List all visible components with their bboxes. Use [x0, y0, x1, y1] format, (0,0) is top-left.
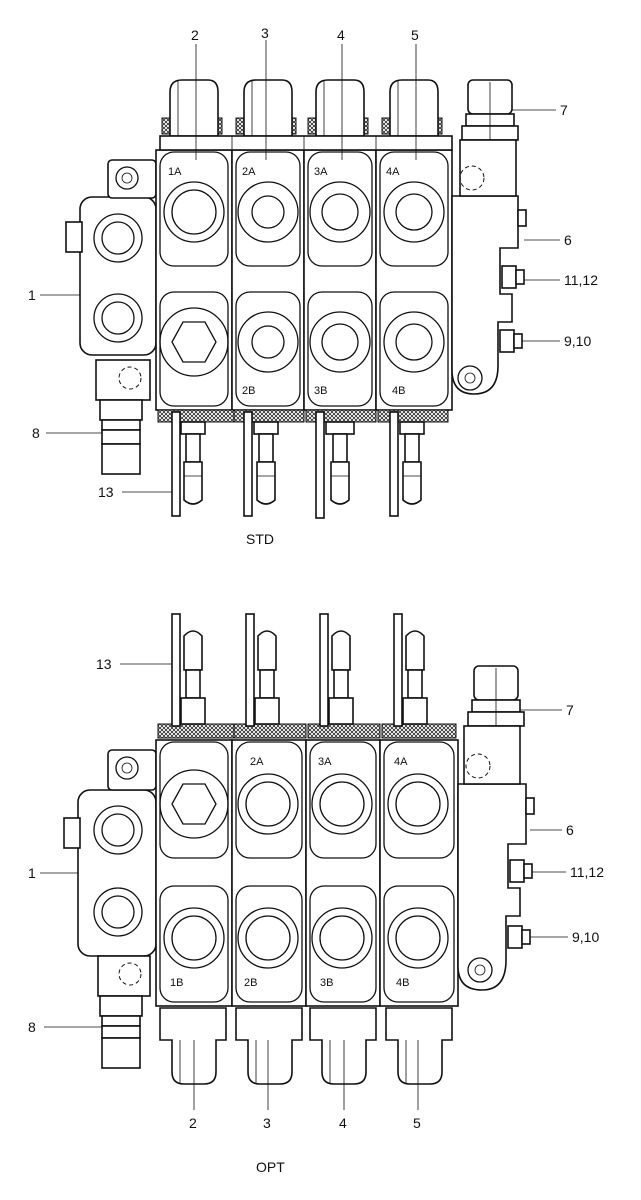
std-port-label: 3A: [314, 166, 328, 178]
std-port-label: 4B: [392, 385, 405, 397]
std-callout-3: 3: [261, 25, 269, 41]
std-port-label: 4A: [386, 166, 400, 178]
std-callouts: 1 2 3 4 5 6 7 8 9,10 11,12 13: [28, 25, 598, 500]
std-port-label: 2A: [242, 166, 256, 178]
std-callout-2: 2: [191, 27, 199, 43]
opt-callout-4: 4: [339, 1115, 347, 1131]
std-callout-1: 1: [28, 287, 36, 303]
opt-callout-8: 8: [28, 1019, 36, 1035]
opt-callout-6: 6: [566, 822, 574, 838]
opt-callout-9-10: 9,10: [572, 929, 599, 945]
std-callout-11-12: 11,12: [564, 272, 598, 288]
opt-callout-7: 7: [566, 702, 574, 718]
opt-outlet-cover: [457, 665, 535, 991]
std-diagram: 1A 2A 3A 4A 2B 3B 4B 1 2 3 4: [28, 25, 598, 547]
opt-spool-caps: [159, 1007, 453, 1085]
opt-port-label: 2B: [244, 977, 257, 989]
opt-port-label: 3A: [318, 756, 332, 768]
opt-callouts: 1 2 3 4 5 6 7 8 9,10 11,12 13: [28, 656, 604, 1131]
opt-port-label: 4B: [396, 977, 409, 989]
std-callout-13: 13: [98, 484, 114, 500]
std-callout-7: 7: [560, 102, 568, 118]
opt-callout-3: 3: [263, 1115, 271, 1131]
opt-port-label: 1B: [170, 977, 183, 989]
std-outlet-cover: [451, 79, 527, 395]
std-valve-sections: [155, 149, 453, 411]
std-callout-6: 6: [564, 232, 572, 248]
opt-port-label: 4A: [394, 756, 408, 768]
opt-inlet-cover: [63, 749, 157, 1069]
opt-callout-11-12: 11,12: [570, 864, 604, 880]
std-callout-9-10: 9,10: [564, 333, 591, 349]
opt-port-label: 2A: [250, 756, 264, 768]
std-spool-stems: [157, 409, 449, 519]
std-port-label: 2B: [242, 385, 255, 397]
std-port-label: 3B: [314, 385, 327, 397]
opt-callout-1: 1: [28, 865, 36, 881]
std-inlet-cover: [65, 159, 157, 475]
opt-caption: OPT: [256, 1159, 285, 1175]
std-spool-caps: [159, 79, 453, 151]
std-callout-5: 5: [411, 27, 419, 43]
opt-valve-sections: [155, 739, 459, 1007]
opt-diagram: 2A 3A 4A 1B 2B 3B 4B 1 2 3 4: [28, 613, 604, 1175]
opt-callout-5: 5: [413, 1115, 421, 1131]
opt-leader-lines: [40, 663, 568, 1110]
std-leader-lines: [40, 40, 560, 493]
opt-port-label: 3B: [320, 977, 333, 989]
opt-callout-2: 2: [189, 1115, 197, 1131]
opt-spool-stems: [157, 613, 457, 739]
std-port-label: 1A: [168, 166, 182, 178]
std-callout-8: 8: [32, 425, 40, 441]
opt-callout-13: 13: [96, 656, 112, 672]
std-port-labels: 1A 2A 3A 4A 2B 3B 4B: [168, 166, 405, 397]
std-callout-4: 4: [337, 27, 345, 43]
std-caption: STD: [246, 531, 274, 547]
opt-port-labels: 2A 3A 4A 1B 2B 3B 4B: [170, 756, 409, 989]
